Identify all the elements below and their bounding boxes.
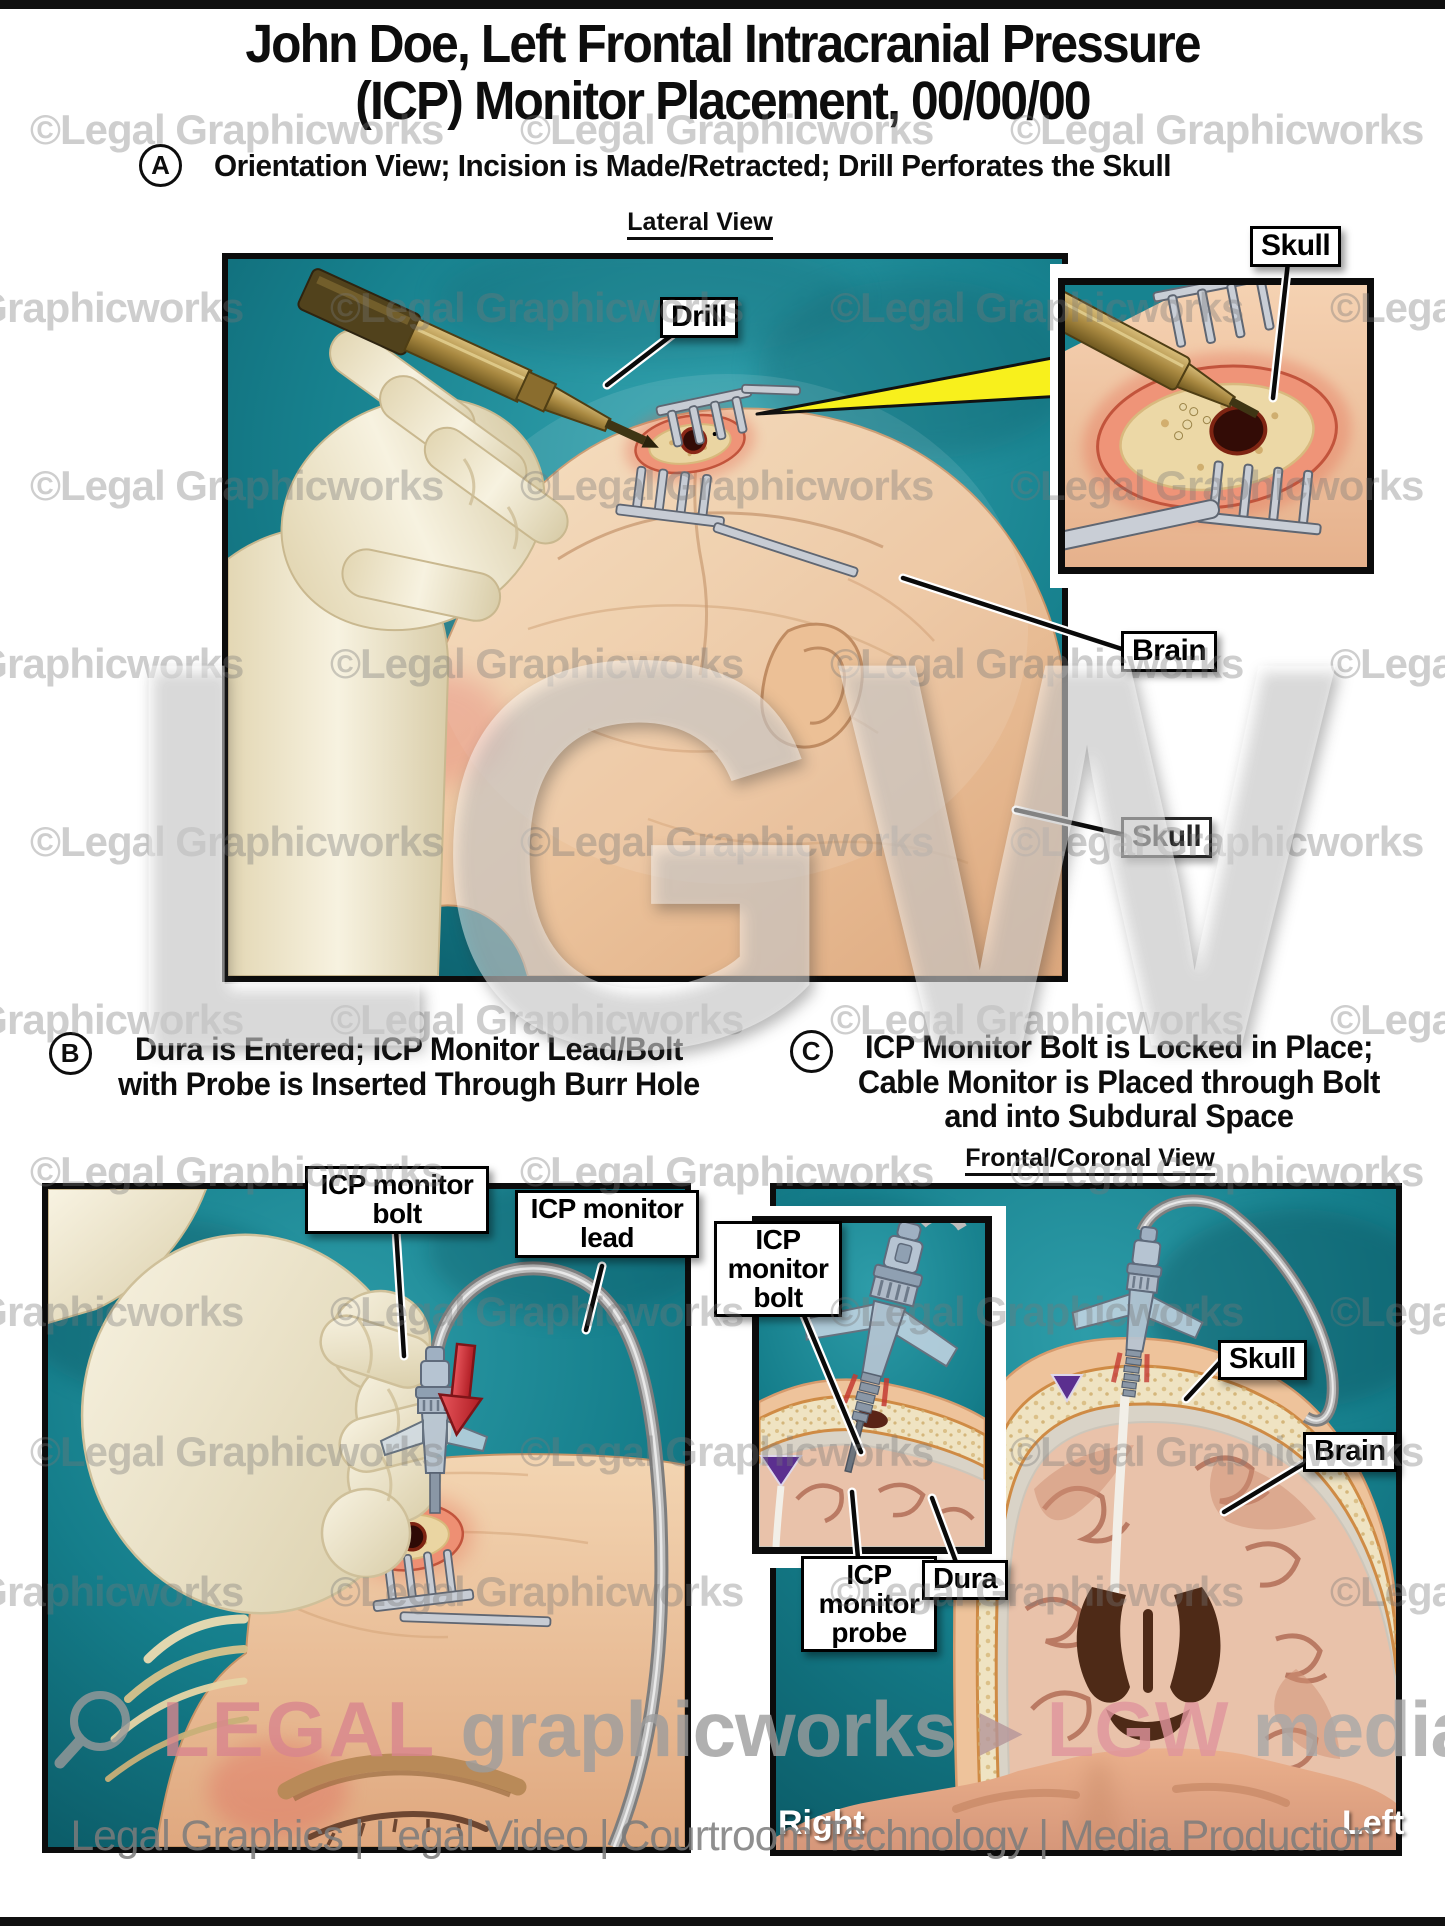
sagittal-sinus: [1050, 1374, 1084, 1404]
icp-bolt-locked: [1071, 1225, 1204, 1398]
panel-b-illustration: [42, 1183, 691, 1853]
retractor-lower: [615, 465, 859, 578]
top-border: [0, 0, 1445, 9]
label-skull-lower-a: Skull: [1121, 817, 1213, 858]
panel-a-heading-text: Orientation View; Incision is Made/Retra…: [213, 147, 1172, 183]
inset-a-skull-closeup: [1058, 278, 1374, 574]
hair-wisps: [105, 1614, 249, 1782]
label-skull-inset-a: Skull: [1250, 226, 1342, 267]
page-title: John Doe, Left Frontal Intracranial Pres…: [58, 14, 1387, 132]
watermark-tile: ©Legal Graphicworks: [1330, 640, 1445, 687]
monitor-cable: [429, 1261, 669, 1847]
footer-services-line: Legal Graphics | Legal Video | Courtroom…: [70, 1812, 1375, 1860]
label-icp-monitor-lead-b: ICP monitor lead: [515, 1190, 699, 1258]
watermark-tile: ©Legal Graphicworks: [0, 284, 244, 331]
inset-drill-tip: [1065, 289, 1260, 419]
orientation-right: Right: [778, 1804, 865, 1842]
panel-a-letter-badge: A: [138, 144, 182, 187]
title-line-2: (ICP) Monitor Placement, 00/00/00: [355, 71, 1091, 132]
bottom-border: [0, 1917, 1445, 1926]
burr-hole-site: [624, 405, 756, 483]
inset-retractor-lower: [1195, 460, 1322, 536]
label-brain-c: Brain: [1303, 1432, 1397, 1472]
panel-a-view-label: Lateral View: [560, 208, 840, 240]
panel-a-heading: A Orientation View; Incision is Made/Ret…: [0, 144, 1330, 187]
panel-c-letter-badge: C: [789, 1030, 833, 1073]
inset-sinus: [759, 1455, 803, 1488]
panel-c-view-label: Frontal/Coronal View: [930, 1144, 1250, 1176]
inset-retractor-handle: [1065, 499, 1221, 552]
panel-b-letter-badge: B: [48, 1032, 92, 1075]
panel-b-heading: B Dura is Entered; ICP Monitor Lead/Bolt…: [30, 1032, 730, 1101]
label-drill: Drill: [660, 297, 738, 338]
panel-c-heading-line3: and into Subdural Space: [943, 1098, 1294, 1135]
surgeon-fist: [80, 1233, 454, 1615]
lateral-view-artwork: [228, 259, 1062, 976]
retractor-lower: [372, 1549, 552, 1628]
panel-c-heading-line2: Cable Monitor is Placed through Bolt: [857, 1063, 1380, 1100]
label-icp-monitor-bolt-c: ICP monitor bolt: [714, 1221, 842, 1318]
watermark-tile: ©Legal Graphicworks: [0, 640, 244, 687]
label-dura-c: Dura: [922, 1560, 1009, 1600]
surgeon-hand: [280, 329, 569, 632]
title-line-1: John Doe, Left Frontal Intracranial Pres…: [245, 14, 1201, 74]
drill-instrument: [297, 268, 659, 448]
panel-a-illustration: [222, 253, 1068, 982]
eyebrow: [277, 1753, 527, 1800]
panel-b-heading-line1: Dura is Entered; ICP Monitor Lead/Bolt: [134, 1031, 683, 1067]
watermark-tile: ©Legal Graphicworks: [1010, 818, 1424, 865]
bolt-insertion-artwork: [48, 1189, 685, 1847]
label-icp-monitor-probe-c: ICP monitor probe: [801, 1556, 937, 1653]
bolt-threads: [1121, 1348, 1143, 1398]
ventricles: [1076, 1587, 1221, 1741]
panel-c-heading-line1: ICP Monitor Bolt is Locked in Place;: [864, 1029, 1373, 1065]
label-skull-c: Skull: [1218, 1340, 1307, 1380]
monitor-cable: [1136, 1194, 1339, 1427]
panel-c-heading: C ICP Monitor Bolt is Locked in Place; C…: [770, 1030, 1410, 1134]
orientation-left: Left: [1342, 1804, 1405, 1842]
closed-eye: [307, 1811, 489, 1840]
downward-arrow: [437, 1342, 484, 1438]
panel-b-heading-line2: with Probe is Inserted Through Burr Hole: [117, 1065, 700, 1102]
label-icp-monitor-bolt-b: ICP monitor bolt: [305, 1166, 489, 1234]
label-brain-a: Brain: [1121, 631, 1218, 672]
